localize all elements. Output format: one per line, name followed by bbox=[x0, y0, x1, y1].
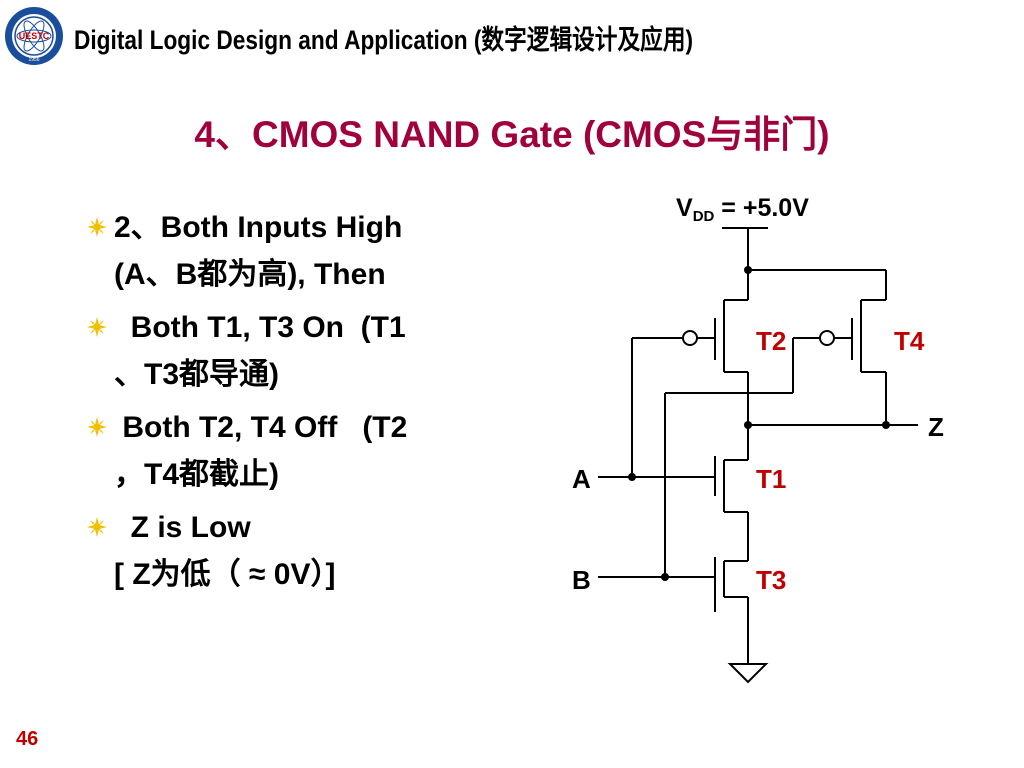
sun-bullet-icon bbox=[87, 517, 107, 537]
bullet-continuation: (A、B都为高), Then bbox=[82, 250, 522, 300]
bullet-text: Z is Low bbox=[114, 511, 251, 544]
bullet-text: [ Z为低（ ≈ 0V）] bbox=[114, 558, 336, 591]
sun-bullet-icon bbox=[87, 317, 107, 337]
transistor-label-t2: T2 bbox=[756, 326, 786, 356]
header-title: Digital Logic Design and Application (数字… bbox=[74, 25, 694, 55]
input-label-b: B bbox=[572, 565, 591, 595]
logo-year: 1956 bbox=[28, 57, 39, 63]
bullet-item: Z is Low bbox=[82, 500, 522, 556]
bullet-continuation: 、T3都导通) bbox=[82, 350, 522, 400]
bullet-item: 2、Both Inputs High bbox=[82, 200, 522, 256]
bullet-text: (A、B都为高), Then bbox=[114, 258, 386, 291]
sun-bullet-icon bbox=[87, 417, 107, 437]
slide-title: 4、CMOS NAND Gate (CMOS与非门) bbox=[194, 114, 830, 155]
transistor-label-t4: T4 bbox=[894, 326, 925, 356]
transistor-label-t1: T1 bbox=[756, 464, 786, 494]
transistor-label-t3: T3 bbox=[756, 565, 786, 595]
page-number: 46 bbox=[16, 728, 39, 750]
bullet-continuation: ，T4都截止) bbox=[82, 450, 522, 500]
cmos-nand-circuit: VDD = +5.0V T2 T4 T1 T3 Z A B bbox=[572, 194, 944, 684]
bullet-text: Both T1, T3 On (T1 bbox=[114, 311, 406, 344]
bullet-continuation: [ Z为低（ ≈ 0V）] bbox=[82, 550, 522, 600]
bullet-item: Both T2, T4 Off (T2 bbox=[82, 400, 522, 456]
logo-text: UESTC bbox=[19, 31, 50, 41]
bullet-text: 2、Both Inputs High bbox=[114, 211, 403, 244]
bullet-text: ，T4都截止) bbox=[114, 458, 279, 491]
sun-bullet-icon bbox=[87, 217, 107, 237]
bullet-text: 、T3都导通) bbox=[114, 358, 279, 391]
input-label-a: A bbox=[572, 464, 591, 494]
bullet-text: Both T2, T4 Off (T2 bbox=[114, 411, 408, 444]
bullet-list: 2、Both Inputs High (A、B都为高), Then Both T… bbox=[82, 200, 522, 600]
bullet-item: Both T1, T3 On (T1 bbox=[82, 300, 522, 356]
university-logo: UESTC 1956 bbox=[5, 7, 63, 65]
output-label-z: Z bbox=[928, 412, 944, 442]
vdd-label: VDD = +5.0V bbox=[676, 194, 809, 225]
